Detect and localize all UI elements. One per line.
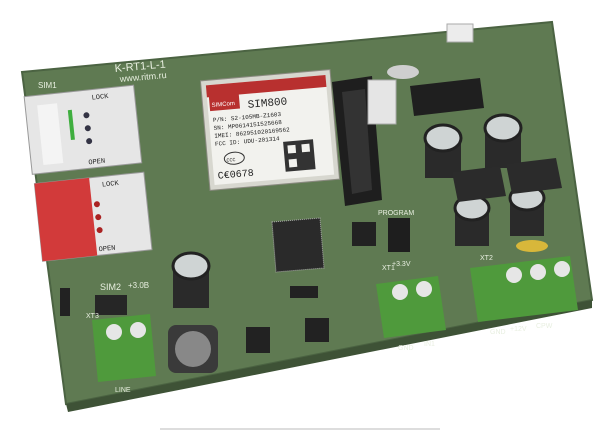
jumper bbox=[290, 286, 318, 298]
svg-text:XT3: XT3 bbox=[86, 313, 99, 320]
crystal bbox=[387, 65, 419, 79]
opto-chip-2 bbox=[305, 318, 329, 342]
sim1-holder: LOCK OPEN bbox=[23, 84, 143, 175]
mcu-chip bbox=[271, 217, 325, 273]
header-connector bbox=[367, 79, 397, 125]
model-label: K-RT1-L-1 bbox=[114, 59, 166, 75]
svg-text:GND: GND bbox=[490, 329, 506, 336]
terminal-block-xt1: XT1 GND IN1 bbox=[376, 265, 446, 352]
simcom-logo: SIMCom bbox=[211, 101, 235, 109]
program-label: PROGRAM bbox=[378, 210, 414, 217]
program-header bbox=[388, 218, 410, 252]
website-label: www.ritm.ru bbox=[118, 70, 167, 84]
svg-text:OPEN: OPEN bbox=[88, 158, 106, 168]
regulator-2 bbox=[506, 158, 562, 194]
svg-text:LOCK: LOCK bbox=[102, 180, 120, 190]
sim1-label: SIM1 bbox=[38, 81, 57, 90]
pcb-edge bbox=[66, 300, 592, 412]
diode bbox=[95, 295, 127, 315]
capacitors bbox=[171, 113, 546, 308]
svg-text:LOCK: LOCK bbox=[91, 93, 109, 103]
eeprom-chip bbox=[352, 222, 376, 246]
opto-chip-1 bbox=[246, 327, 270, 353]
svg-text:LINE: LINE bbox=[115, 387, 131, 394]
v33-label: +3.3V bbox=[392, 261, 411, 268]
svg-text:CCC: CCC bbox=[226, 157, 236, 164]
terminal-block-xt2: XT2 GND +12V CPW bbox=[470, 255, 578, 336]
svg-text:GND: GND bbox=[398, 345, 414, 352]
svg-text:XT2: XT2 bbox=[480, 255, 493, 262]
module-name: SIM800 bbox=[247, 96, 288, 111]
dip-chip bbox=[410, 78, 484, 116]
jumper-2 bbox=[60, 288, 70, 316]
sim2-holder: LOCK OPEN bbox=[33, 171, 153, 262]
jst-connector bbox=[446, 23, 474, 43]
sim2-label: SIM2 bbox=[100, 282, 121, 292]
yellow-capacitor bbox=[516, 240, 548, 252]
svg-text:XT1: XT1 bbox=[382, 265, 395, 272]
ce-mark: C€0678 bbox=[217, 169, 254, 183]
svg-text:+12V: +12V bbox=[510, 326, 527, 333]
svg-text:IN1: IN1 bbox=[424, 341, 435, 348]
sim800-module: SIMCom SIM800 P/N: S2-105MB-Z1603 SN: MP… bbox=[199, 69, 341, 191]
terminal-block-xt3: XT3 LINE bbox=[86, 313, 156, 394]
svg-text:OPEN: OPEN bbox=[98, 245, 116, 255]
svg-text:CPW: CPW bbox=[536, 323, 553, 330]
regulator-1 bbox=[452, 166, 506, 202]
qr-code bbox=[283, 139, 316, 172]
v30-label: +3.0B bbox=[128, 281, 149, 290]
